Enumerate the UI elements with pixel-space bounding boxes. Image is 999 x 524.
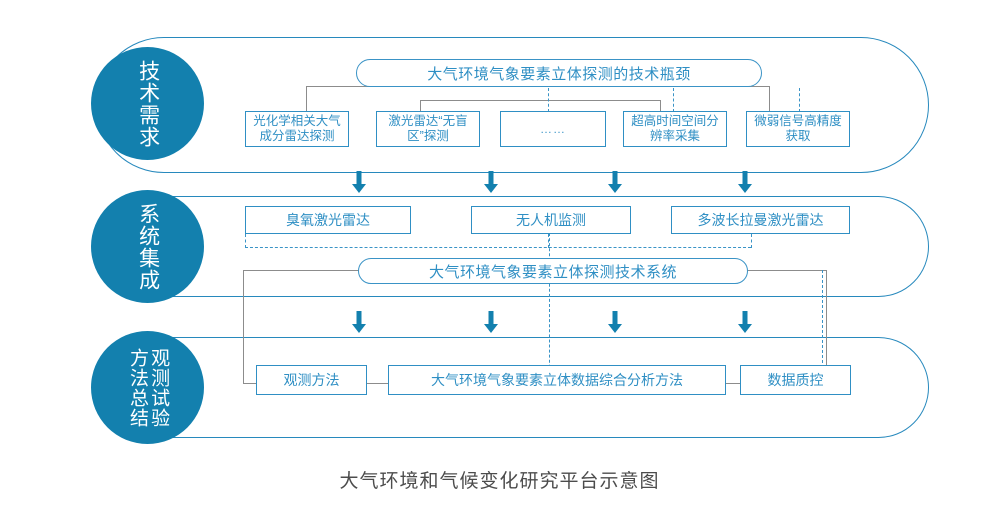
arrow-down-3: [608, 171, 622, 194]
circle-label-observation-method: 观测试验 方法总结: [127, 347, 170, 428]
connector-row1-left-drop: [306, 86, 307, 111]
connector-center-dash-long: [549, 233, 550, 383]
connector-row2-dash-left: [245, 234, 246, 248]
box-row2-1[interactable]: 臭氧激光雷达: [245, 206, 411, 234]
arrow-down-2: [484, 171, 498, 194]
box-row3-1[interactable]: 观测方法: [256, 365, 367, 395]
arrow-down-6: [484, 311, 498, 334]
box-row1-5[interactable]: 微弱信号高精度获取: [746, 111, 850, 147]
arrow-down-7: [608, 311, 622, 334]
connector-frame-right: [826, 270, 827, 383]
box-row2-2[interactable]: 无人机监测: [471, 206, 631, 234]
capsule-system-of-technologies: 大气环境气象要素立体探测技术系统: [358, 258, 748, 284]
circle-observation-method: 观测试验 方法总结: [91, 331, 204, 444]
box-row1-1[interactable]: 光化学相关大气成分雷达探测: [245, 111, 349, 147]
arrow-down-4: [738, 171, 752, 194]
connector-row1-bus-lower: [420, 100, 660, 101]
arrow-down-5: [352, 311, 366, 334]
connector-right-dash-long: [822, 270, 823, 383]
connector-row1-b2-drop: [420, 100, 421, 111]
diagram-caption: 大气环境和气候变化研究平台示意图: [339, 471, 660, 492]
box-row3-2[interactable]: 大气环境气象要素立体数据综合分析方法: [388, 365, 726, 395]
connector-row2-dash-right: [751, 234, 752, 248]
circle-label-technology-demand: 技术需求: [136, 59, 160, 148]
connector-row1-center-dash: [548, 88, 549, 112]
circle-label-col-2: 方法总结: [127, 347, 148, 428]
box-row2-3[interactable]: 多波长拉曼激光雷达: [671, 206, 850, 234]
connector-row2-dash-bus: [245, 247, 751, 248]
connector-row2-dash-mid: [548, 234, 549, 248]
circle-system-integration: 系统集成: [91, 190, 204, 303]
connector-row1-b4-dash: [673, 88, 674, 112]
box-row1-4[interactable]: 超高时间空间分辨率采集: [623, 111, 727, 147]
connector-row1-b4-drop: [660, 100, 661, 111]
circle-technology-demand: 技术需求: [91, 47, 204, 160]
band-technology-demand: [96, 37, 929, 173]
connector-row1-b5-dash: [799, 88, 800, 112]
circle-label-col-1: 观测试验: [148, 347, 170, 428]
capsule-technology-bottleneck: 大气环境气象要素立体探测的技术瓶颈: [356, 59, 762, 87]
box-row1-3[interactable]: ……: [500, 111, 606, 147]
box-row1-2[interactable]: 激光雷达“无盲区”探测: [376, 111, 480, 147]
circle-label-system-integration: 系统集成: [136, 202, 160, 291]
box-row3-3[interactable]: 数据质控: [740, 365, 851, 395]
connector-frame-left: [243, 270, 244, 383]
arrow-down-8: [738, 311, 752, 334]
connector-row1-right-drop: [769, 86, 770, 111]
arrow-down-1: [352, 171, 366, 194]
